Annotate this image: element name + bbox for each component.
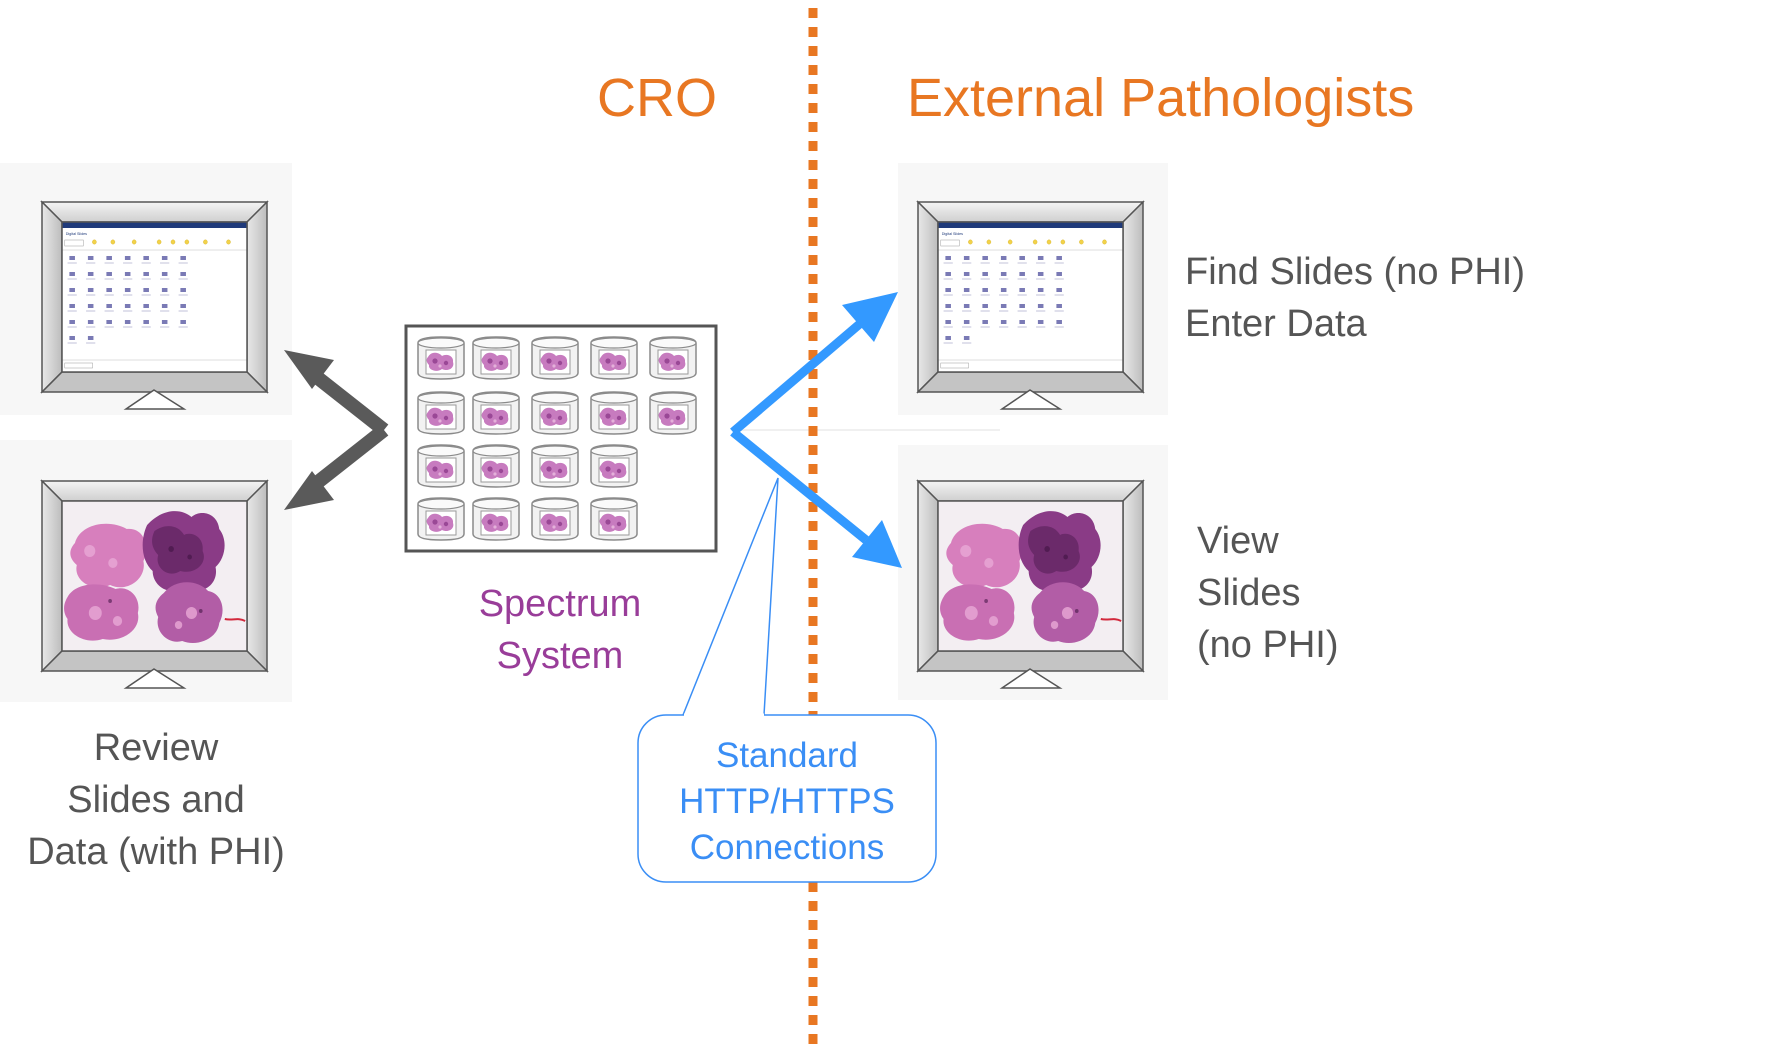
slide-jar-icon [531,444,579,488]
slide-jar-icon [590,391,638,435]
review-label: Review Slides and Data (with PHI) [27,727,285,873]
slide-jar-icon [472,391,520,435]
monitor-icon [40,200,269,410]
slide-jar-icon [417,444,465,488]
spectrum-system-box [404,324,718,553]
slide-jar-icon [649,336,697,380]
monitor-icon [916,479,1145,689]
view-slides-label: View Slides (no PHI) [1197,520,1339,666]
heading-cro: CRO [597,68,717,128]
internal-arrow [284,424,389,510]
monitor-icon [40,479,269,689]
tissue-slide-image [61,500,248,652]
slide-list-screen [937,221,1124,373]
monitor-icon [916,200,1145,410]
slide-jar-icon [590,444,638,488]
slide-jar-icon [472,497,520,541]
slide-list-screen [61,221,248,373]
slide-jar-icon [649,391,697,435]
slide-jar-icon [531,391,579,435]
callout-label: Standard HTTP/HTTPS Connections [679,736,895,867]
tissue-slide-image [937,500,1124,652]
slide-jar-icon [472,336,520,380]
external-arrow [730,428,902,568]
internal-arrow [284,350,389,436]
slide-jar-icon [472,444,520,488]
callout-bubble [637,477,937,883]
slide-jar-icon [531,497,579,541]
external-arrow [730,292,898,436]
find-slides-label: Find Slides (no PHI) Enter Data [1185,251,1526,345]
spectrum-system-label: Spectrum System [478,583,642,677]
slide-jar-icon [531,336,579,380]
slide-jar-icon [590,497,638,541]
slide-jar-icon [590,336,638,380]
slide-jar-icon [417,336,465,380]
slide-jar-icon [417,497,465,541]
slide-jar-icon [417,391,465,435]
heading-external-pathologists: External Pathologists [907,68,1415,128]
